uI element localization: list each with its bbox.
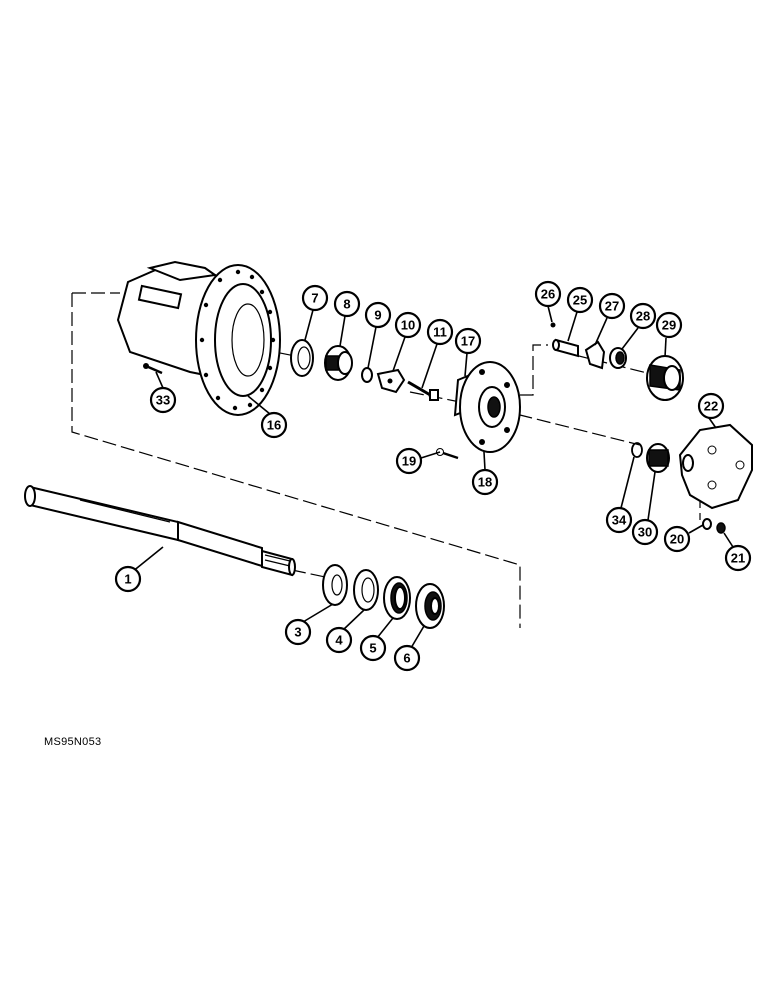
svg-text:30: 30 bbox=[638, 525, 652, 540]
callout-20: 20 bbox=[663, 525, 691, 553]
svg-text:19: 19 bbox=[402, 454, 416, 469]
callout-27: 27 bbox=[598, 292, 626, 320]
thrust-washer-27 bbox=[584, 340, 606, 370]
svg-text:1: 1 bbox=[124, 572, 131, 587]
svg-text:3: 3 bbox=[294, 625, 301, 640]
housing-bolt-holes bbox=[199, 269, 276, 411]
pin-26 bbox=[550, 322, 556, 328]
svg-text:9: 9 bbox=[374, 308, 381, 323]
washer-20 bbox=[702, 518, 712, 530]
seal-7 bbox=[290, 339, 314, 377]
bearing-cone-6 bbox=[415, 583, 445, 629]
callout-25: 25 bbox=[566, 286, 594, 314]
callout-33: 33 bbox=[149, 386, 177, 414]
callout-19: 19 bbox=[395, 447, 423, 475]
roller-bearing-30 bbox=[646, 443, 670, 473]
svg-text:29: 29 bbox=[662, 318, 676, 333]
svg-text:4: 4 bbox=[335, 633, 343, 648]
callout-28: 28 bbox=[629, 302, 657, 330]
svg-text:8: 8 bbox=[343, 297, 350, 312]
svg-text:22: 22 bbox=[704, 399, 718, 414]
roller-bearing-8 bbox=[324, 345, 353, 381]
shim-3 bbox=[322, 564, 348, 606]
callout-29: 29 bbox=[655, 311, 683, 339]
bolt-19 bbox=[436, 448, 459, 460]
svg-text:10: 10 bbox=[401, 318, 415, 333]
svg-text:20: 20 bbox=[670, 532, 684, 547]
callout-3: 3 bbox=[284, 618, 312, 646]
axle-housing bbox=[116, 260, 281, 416]
svg-text:21: 21 bbox=[731, 551, 745, 566]
svg-text:26: 26 bbox=[541, 287, 555, 302]
lock-plate-10 bbox=[376, 368, 406, 394]
callout-11: 11 bbox=[426, 318, 454, 346]
svg-text:7: 7 bbox=[311, 291, 318, 306]
callout-9: 9 bbox=[364, 301, 392, 329]
callout-8: 8 bbox=[333, 290, 361, 318]
svg-text:33: 33 bbox=[156, 393, 170, 408]
axle-shaft bbox=[24, 485, 296, 577]
callout-6: 6 bbox=[393, 644, 421, 672]
snap-ring-34 bbox=[631, 442, 643, 458]
svg-text:28: 28 bbox=[636, 309, 650, 324]
svg-text:34: 34 bbox=[612, 513, 627, 528]
svg-text:25: 25 bbox=[573, 293, 587, 308]
callout-21: 21 bbox=[724, 544, 752, 572]
svg-text:18: 18 bbox=[478, 475, 492, 490]
callout-7: 7 bbox=[301, 284, 329, 312]
washer-9 bbox=[361, 367, 373, 383]
callout-18: 18 bbox=[471, 468, 499, 496]
flange-18 bbox=[459, 361, 521, 453]
svg-text:6: 6 bbox=[403, 651, 410, 666]
callout-30: 30 bbox=[631, 518, 659, 546]
planet-gear-29 bbox=[646, 355, 684, 401]
callout-1: 1 bbox=[114, 565, 142, 593]
spacer-4 bbox=[353, 569, 379, 611]
svg-text:5: 5 bbox=[369, 641, 376, 656]
bolt-11 bbox=[407, 380, 439, 401]
callout-17: 17 bbox=[454, 327, 482, 355]
bearing-cup-5 bbox=[383, 576, 411, 620]
bolt-33 bbox=[143, 363, 163, 375]
nut-21 bbox=[716, 522, 726, 534]
callout-34: 34 bbox=[605, 506, 633, 534]
callout-10: 10 bbox=[394, 311, 422, 339]
callout-22: 22 bbox=[697, 392, 725, 420]
shaft-25 bbox=[552, 338, 579, 358]
needle-bearing-28 bbox=[609, 347, 627, 369]
figure-code: MS95N053 bbox=[44, 736, 102, 748]
callout-4: 4 bbox=[325, 626, 353, 654]
svg-text:11: 11 bbox=[433, 325, 447, 340]
callout-5: 5 bbox=[359, 634, 387, 662]
svg-text:27: 27 bbox=[605, 299, 619, 314]
svg-text:17: 17 bbox=[461, 334, 475, 349]
svg-text:16: 16 bbox=[267, 418, 281, 433]
carrier-plate-22 bbox=[678, 423, 753, 510]
leader-lines bbox=[131, 305, 734, 649]
callout-26: 26 bbox=[534, 280, 562, 308]
callout-16: 16 bbox=[260, 411, 288, 439]
